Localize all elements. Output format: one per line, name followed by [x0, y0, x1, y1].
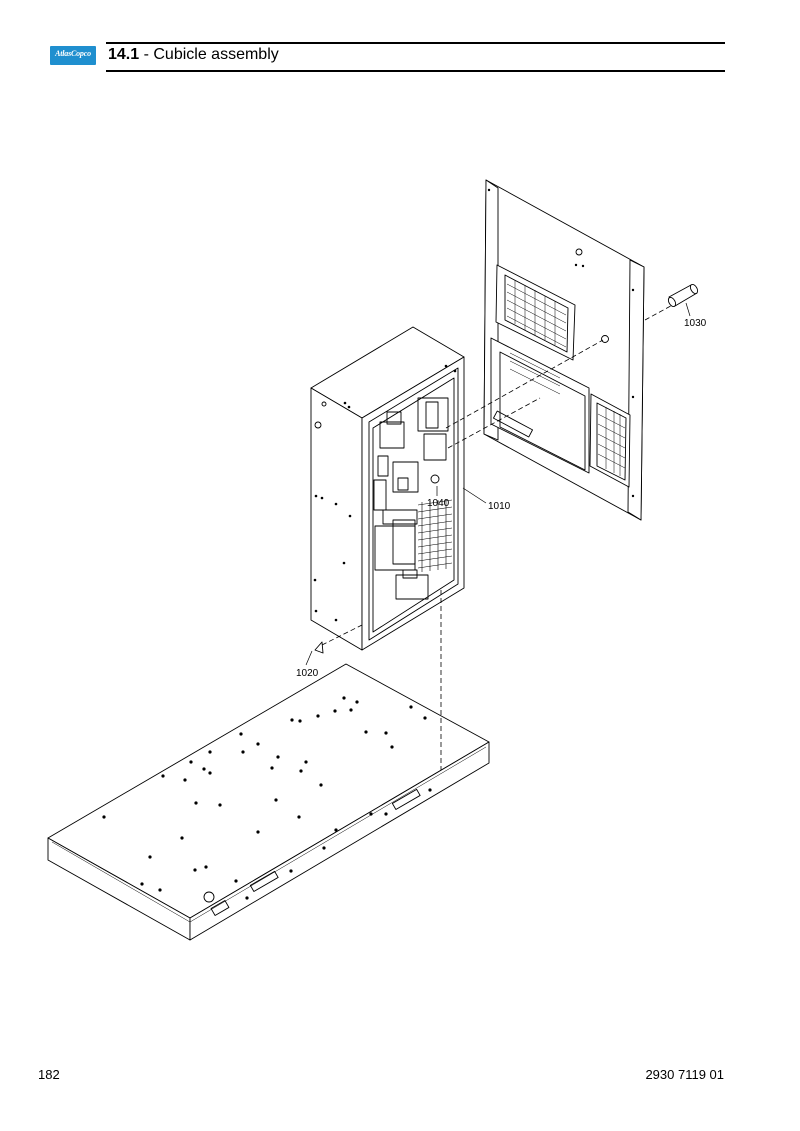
door-panel [483, 179, 645, 521]
callout-leaders [305, 302, 691, 666]
page-number: 182 [38, 1067, 60, 1082]
logo-text: AtlasCopco [55, 49, 91, 58]
callout-1020: 1020 [296, 668, 319, 679]
section-title-text: Cubicle assembly [153, 46, 279, 63]
section-number: 14.1 [108, 46, 140, 63]
section-title: 14.1 - Cubicle assembly [108, 46, 279, 64]
callout-1040: 1040 [427, 498, 450, 509]
header-rule-top [106, 42, 725, 44]
base-plate [47, 663, 490, 941]
section-separator: - [139, 46, 154, 63]
cubicle-1010 [310, 326, 465, 651]
part-1030-cylinder [667, 283, 699, 308]
callout-1030: 1030 [684, 318, 707, 329]
document-number: 2930 7119 01 [645, 1067, 724, 1082]
part-1020-plug [314, 641, 324, 654]
callout-1010: 1010 [488, 501, 511, 512]
dashed-leader-lines [321, 301, 679, 770]
atlas-copco-logo: AtlasCopco [50, 46, 96, 65]
header-rule-bottom [106, 70, 725, 72]
